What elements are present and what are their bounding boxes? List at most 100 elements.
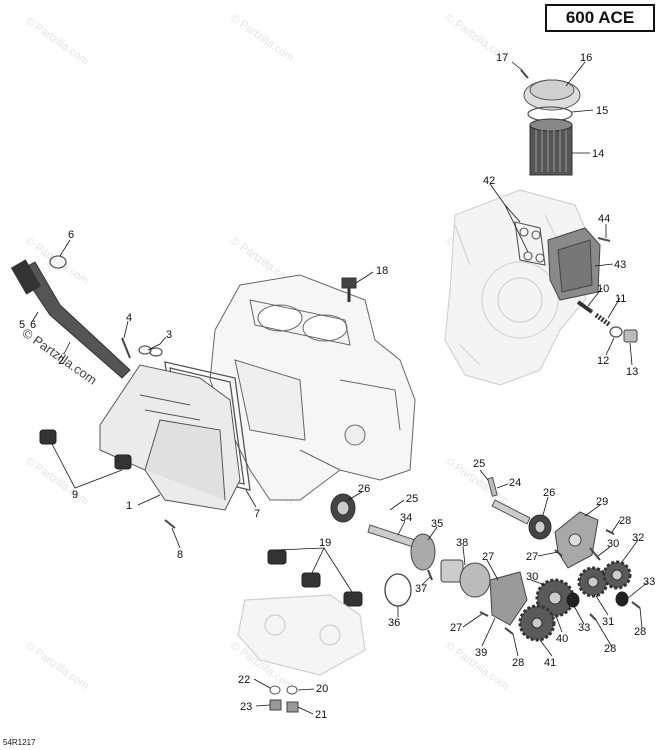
label-26-left: 26 <box>358 483 370 495</box>
label-18: 18 <box>376 265 388 277</box>
label-20: 20 <box>316 683 328 695</box>
bolt-44 <box>597 237 611 242</box>
o-ring-12 <box>609 326 623 338</box>
key-24 <box>487 476 498 497</box>
label-25-left: 25 <box>406 493 418 505</box>
label-6: 6 <box>30 319 36 331</box>
label-16: 16 <box>580 52 592 64</box>
engine-block <box>209 274 416 501</box>
label-3: 3 <box>166 329 172 341</box>
bushings-33 <box>566 591 629 608</box>
label-36: 36 <box>388 617 400 629</box>
leader-lines <box>31 61 649 715</box>
bolt-27 <box>554 549 563 557</box>
label-30-b: 30 <box>607 538 619 550</box>
rotor-35 <box>410 533 436 571</box>
label-21: 21 <box>315 709 327 721</box>
screw-17 <box>520 69 529 79</box>
label-12: 12 <box>597 355 609 367</box>
label-33-b: 33 <box>643 576 655 588</box>
label-24: 24 <box>509 477 521 489</box>
plug-21 <box>286 701 299 713</box>
label-35: 35 <box>431 518 443 530</box>
label-15: 15 <box>596 105 608 117</box>
plug-23 <box>269 699 282 711</box>
gear-41 <box>518 604 556 642</box>
o-rings-3 <box>138 345 163 357</box>
washer-20 <box>286 685 298 695</box>
label-38: 38 <box>456 537 468 549</box>
label-26-right: 26 <box>543 487 555 499</box>
label-44: 44 <box>598 213 610 225</box>
bolt-27-lower <box>479 611 489 617</box>
label-19: 19 <box>319 537 331 549</box>
spring-11 <box>594 312 612 328</box>
label-6-top: 6 <box>68 229 74 241</box>
label-10: 10 <box>597 283 609 295</box>
bearing-26-right <box>528 514 552 540</box>
label-28-d: 28 <box>619 515 631 527</box>
bolts-28 <box>504 529 641 635</box>
dampers-19 <box>267 549 363 607</box>
model-title-box: 600 ACE <box>545 4 655 32</box>
label-5: 5 <box>19 319 25 331</box>
o-ring-6 <box>49 255 67 269</box>
label-42: 42 <box>483 175 495 187</box>
label-22: 22 <box>238 674 250 686</box>
label-32: 32 <box>632 532 644 544</box>
label-7: 7 <box>254 508 260 520</box>
rotor-38 <box>440 559 491 598</box>
label-33-a: 33 <box>578 622 590 634</box>
label-4: 4 <box>126 312 132 324</box>
label-41: 41 <box>544 657 556 669</box>
washer-22 <box>269 685 281 695</box>
label-28-c: 28 <box>634 626 646 638</box>
label-1: 1 <box>126 500 132 512</box>
pin-37 <box>427 569 433 581</box>
label-23: 23 <box>240 701 252 713</box>
label-2: 2 <box>58 355 64 367</box>
filter-cover-16 <box>523 79 581 111</box>
label-37: 37 <box>415 583 427 595</box>
label-14: 14 <box>592 148 604 160</box>
shaft-24 <box>491 499 531 525</box>
plug-13 <box>623 329 638 343</box>
gasket-42 <box>514 221 546 266</box>
pin-10 <box>576 300 594 314</box>
label-30-a: 30 <box>526 571 538 583</box>
o-ring-36 <box>384 573 412 607</box>
label-27-b: 27 <box>526 551 538 563</box>
label-34: 34 <box>400 512 412 524</box>
cover-43 <box>547 227 601 301</box>
diagram-code: 54R1217 <box>3 738 36 747</box>
label-31: 31 <box>602 616 614 628</box>
pump-housing-base <box>237 594 366 676</box>
oil-filter-14 <box>529 118 573 176</box>
label-8: 8 <box>177 549 183 561</box>
pump-cover-39 <box>489 571 528 626</box>
bearing-26-left <box>330 493 356 523</box>
gear-31 <box>577 566 609 598</box>
label-39: 39 <box>475 647 487 659</box>
label-17: 17 <box>496 52 508 64</box>
label-29: 29 <box>596 496 608 508</box>
dipstick <box>10 259 131 379</box>
label-28-b: 28 <box>604 643 616 655</box>
pump-housing-29 <box>554 511 599 569</box>
plugs-9 <box>39 429 132 470</box>
label-13: 13 <box>626 366 638 378</box>
label-9: 9 <box>72 489 78 501</box>
gear-32 <box>602 560 632 590</box>
label-40: 40 <box>556 633 568 645</box>
label-25-right: 25 <box>473 458 485 470</box>
label-27-c: 27 <box>450 622 462 634</box>
bolt-4 <box>121 337 131 359</box>
pin-30 <box>589 547 601 561</box>
bolt-8 <box>164 519 176 529</box>
label-28-a: 28 <box>512 657 524 669</box>
part-labels: 1 2 3 4 5 6 6 7 8 9 10 11 12 13 14 15 16… <box>19 52 655 721</box>
label-27-a: 27 <box>482 551 494 563</box>
label-11: 11 <box>615 293 626 305</box>
label-43: 43 <box>614 259 626 271</box>
